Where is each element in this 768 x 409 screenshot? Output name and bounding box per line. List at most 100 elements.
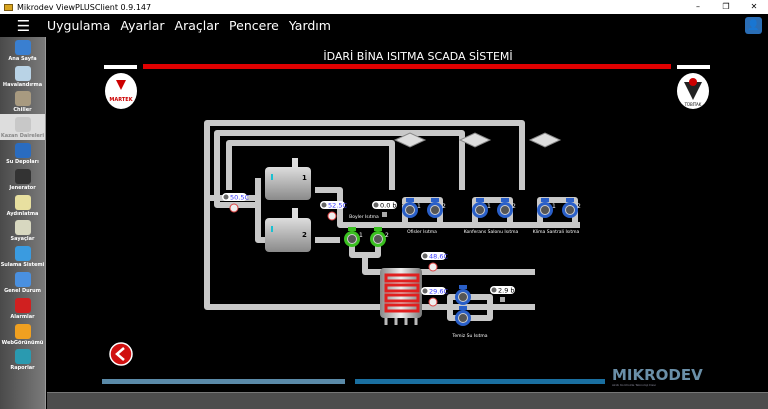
- menu-uygulama[interactable]: Uygulama: [47, 18, 111, 33]
- tubitak-logo: TÜBİTAK: [677, 73, 709, 109]
- sidebar-icon: [14, 220, 31, 236]
- label-temiz-su: Temiz Su Isıtma: [451, 333, 487, 339]
- sidebar-icon: [14, 297, 31, 313]
- reading-value: 48.6C: [429, 253, 448, 261]
- sidebar-item-sulama-sistemi[interactable]: Sulama Sistemi: [0, 243, 45, 269]
- pump-icon[interactable]: 1: [344, 227, 363, 247]
- sidebar-item-label: Ana Sayfa: [8, 55, 37, 62]
- page-title: İDARİ BİNA ISITMA SCADA SİSTEMİ: [323, 50, 512, 63]
- reading-p-supply: 0.0 bar: [372, 201, 404, 217]
- menu-pencere[interactable]: Pencere: [229, 18, 279, 33]
- pump-icon[interactable]: 1: [472, 198, 491, 218]
- scada-diagram: İDARİ BİNA ISITMA SCADA SİSTEMİ MARTEK T…: [102, 50, 710, 387]
- maximize-button[interactable]: ❐: [722, 2, 730, 11]
- sidebar-icon: [14, 246, 31, 262]
- sidebar-icon: [14, 142, 31, 158]
- window-title: Mikrodev ViewPLUSClient 0.9.147: [17, 2, 152, 12]
- pump-number: 2: [385, 232, 389, 239]
- sidebar-item-ana-sayfa[interactable]: Ana Sayfa: [0, 37, 45, 63]
- sidebar-item-chiller[interactable]: Chiller: [0, 89, 45, 115]
- user-icon[interactable]: 👤: [745, 17, 762, 34]
- sidebar-item-alarmlar[interactable]: Alarmlar: [0, 295, 45, 321]
- pump-number: 1: [487, 203, 491, 210]
- mikrodev-slogan: Akıllı Kontrolde Teknoloji Devi: [612, 383, 656, 387]
- pump-icon[interactable]: 2: [370, 227, 389, 247]
- app-icon: [4, 3, 13, 11]
- menu-bar: ☰ Uygulama Ayarlar Araçlar Pencere Yardı…: [0, 14, 768, 37]
- title-divider-right: [677, 65, 710, 69]
- boyler-tank: [380, 268, 422, 325]
- pressure-sensor-icon: [382, 212, 387, 217]
- reading-t-return: 50.5C: [222, 193, 249, 213]
- thermometer-icon: [428, 262, 438, 272]
- pump-icon[interactable]: 2: [562, 198, 581, 218]
- sidebar-item-label: Sayaçlar: [10, 236, 35, 243]
- martek-logo-text: MARTEK: [109, 97, 133, 103]
- sidebar-item-webg-r-n-m-[interactable]: WebGörünümü: [0, 321, 45, 347]
- sidebar-item-label: WebGörünümü: [1, 339, 44, 346]
- label-konferans: Konferans Salonu Isıtma: [464, 229, 519, 235]
- sidebar-icon: [14, 271, 31, 287]
- sidebar-item-label: Havalandırma: [2, 81, 43, 88]
- martek-logo: MARTEK: [105, 73, 137, 109]
- sidebar-item-label: Jenerator: [9, 184, 36, 191]
- sidebar-icon: [14, 168, 31, 184]
- status-bar: [47, 392, 768, 409]
- sidebar-item-su-depolar-[interactable]: Su Depoları: [0, 140, 45, 166]
- reading-t-boyler-out: 48.6C: [421, 252, 448, 272]
- title-red-bar: [143, 64, 671, 69]
- menu-yardim[interactable]: Yardım: [288, 18, 331, 33]
- sidebar-item-label: Genel Durum: [4, 287, 41, 294]
- reading-value: 29.6C: [429, 288, 448, 296]
- readings: 50.5C 52.5C 0.0 bar 48.6C 29.6C 2.9 bar: [222, 193, 522, 307]
- ac-units: [393, 132, 562, 148]
- sidebar-item-jenerator[interactable]: Jenerator: [0, 166, 45, 192]
- menu-araclar[interactable]: Araçlar: [174, 18, 220, 33]
- boiler-1-number: 1: [302, 174, 307, 182]
- mikrodev-logo: MIKRODEV Akıllı Kontrolde Teknoloji Devi: [612, 366, 703, 387]
- pump-number: 1: [417, 203, 421, 210]
- sidebar-item-label: Raporlar: [10, 365, 35, 372]
- label-klima: Klima Santrali Isıtma: [533, 229, 580, 235]
- pump-icon[interactable]: 1: [537, 198, 556, 218]
- cassette-ac-icon: [458, 132, 492, 148]
- pump-icon[interactable]: 1: [402, 198, 421, 218]
- boiler-2: 2: [265, 208, 311, 252]
- boiler-1: 1: [265, 158, 311, 200]
- minimize-button[interactable]: –: [696, 2, 700, 11]
- pump-number: 1: [359, 232, 363, 239]
- sidebar-item-havaland-rma[interactable]: Havalandırma: [0, 63, 45, 89]
- menu-ayarlar[interactable]: Ayarlar: [120, 18, 165, 33]
- sidebar-icon: [14, 39, 31, 55]
- mikrodev-logo-text: MIKRODEV: [612, 366, 703, 384]
- pump-number: 2: [512, 203, 516, 210]
- sidebar-icon: [14, 194, 31, 210]
- back-button[interactable]: [109, 342, 133, 366]
- sidebar-item-genel-durum[interactable]: Genel Durum: [0, 269, 45, 295]
- sidebar-item-raporlar[interactable]: Raporlar: [0, 347, 45, 373]
- boiler-2-number: 2: [302, 231, 307, 239]
- tubitak-logo-text: TÜBİTAK: [684, 102, 702, 107]
- sidebar-item-label: Aydınlatma: [6, 210, 39, 217]
- pump-icon[interactable]: [455, 306, 471, 326]
- sidebar-item-kazan-daireleri[interactable]: Kazan Daireleri: [0, 114, 45, 141]
- hamburger-menu-icon[interactable]: ☰: [16, 16, 31, 35]
- chevron-left-icon: [115, 347, 125, 361]
- sidebar-icon: [14, 91, 31, 107]
- pump-icon[interactable]: 2: [497, 198, 516, 218]
- pump-number: 1: [552, 203, 556, 210]
- pump-icon[interactable]: [455, 285, 471, 305]
- reading-value: 52.5C: [328, 202, 347, 210]
- close-button[interactable]: ✕: [750, 2, 758, 11]
- reading-p-clean: 2.9 bar: [490, 286, 522, 302]
- window-titlebar: Mikrodev ViewPLUSClient 0.9.147 – ❐ ✕: [0, 0, 768, 14]
- pump-icon[interactable]: 2: [427, 198, 446, 218]
- sidebar-icon: [14, 117, 31, 133]
- footer-bar-left: [102, 379, 345, 384]
- pressure-sensor-icon: [500, 297, 505, 302]
- sidebar-item-ayd-nlatma[interactable]: Aydınlatma: [0, 192, 45, 218]
- sidebar-item-saya-lar[interactable]: Sayaçlar: [0, 218, 45, 244]
- sidebar-icon: [14, 323, 31, 339]
